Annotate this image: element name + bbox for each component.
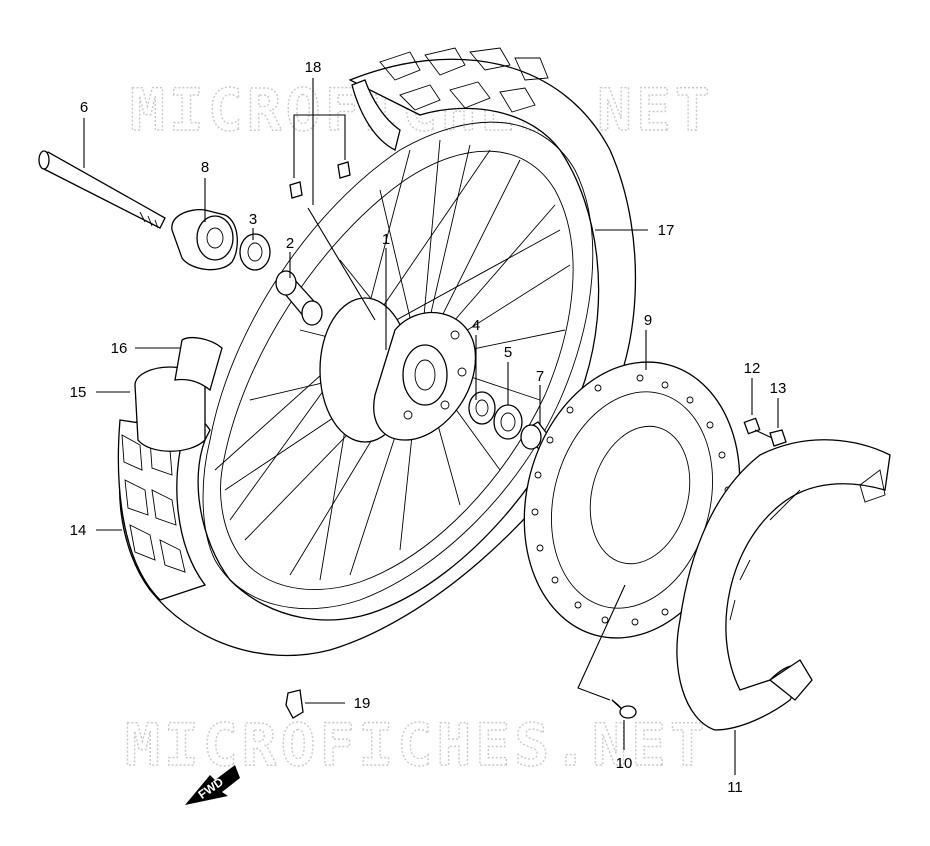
spacer <box>275 270 323 326</box>
callout-7: 7 <box>536 368 544 385</box>
forward-arrow: FWD <box>185 765 240 805</box>
leader-lines <box>83 78 779 775</box>
callout-11: 11 <box>727 779 743 796</box>
callout-13: 13 <box>770 380 787 397</box>
callout-17: 17 <box>658 222 675 239</box>
callout-1: 1 <box>382 231 390 248</box>
callout-2: 2 <box>286 235 294 252</box>
tire-and-rim <box>117 47 637 657</box>
disc-bolt <box>611 699 637 719</box>
axle <box>38 150 166 229</box>
callout-3: 3 <box>249 211 257 228</box>
valve-clip <box>285 689 304 719</box>
cover-washer <box>769 429 787 447</box>
callout-19: 19 <box>354 695 371 712</box>
callout-6: 6 <box>80 99 88 116</box>
callout-9: 9 <box>644 312 652 329</box>
callout-18: 18 <box>305 59 322 76</box>
callout-14: 14 <box>70 522 87 539</box>
disc-cover <box>676 439 891 731</box>
watermark-bottom: MICROFICHES.NET <box>125 711 709 779</box>
cover-bolt <box>743 417 773 439</box>
callout-5: 5 <box>504 344 512 361</box>
callout-16: 16 <box>111 340 128 357</box>
callouts: 1 2 3 4 5 6 7 8 9 10 11 12 13 14 15 16 1… <box>70 59 787 796</box>
callout-4: 4 <box>472 317 480 334</box>
valve-and-cap <box>289 161 376 321</box>
callout-8: 8 <box>201 159 209 176</box>
callout-12: 12 <box>744 360 761 377</box>
bearing-right <box>468 391 523 440</box>
speedometer-gearbox <box>171 209 238 271</box>
callout-15: 15 <box>70 384 87 401</box>
callout-10: 10 <box>616 755 633 772</box>
wheel-hub <box>319 297 476 443</box>
bearing-left <box>239 233 271 271</box>
